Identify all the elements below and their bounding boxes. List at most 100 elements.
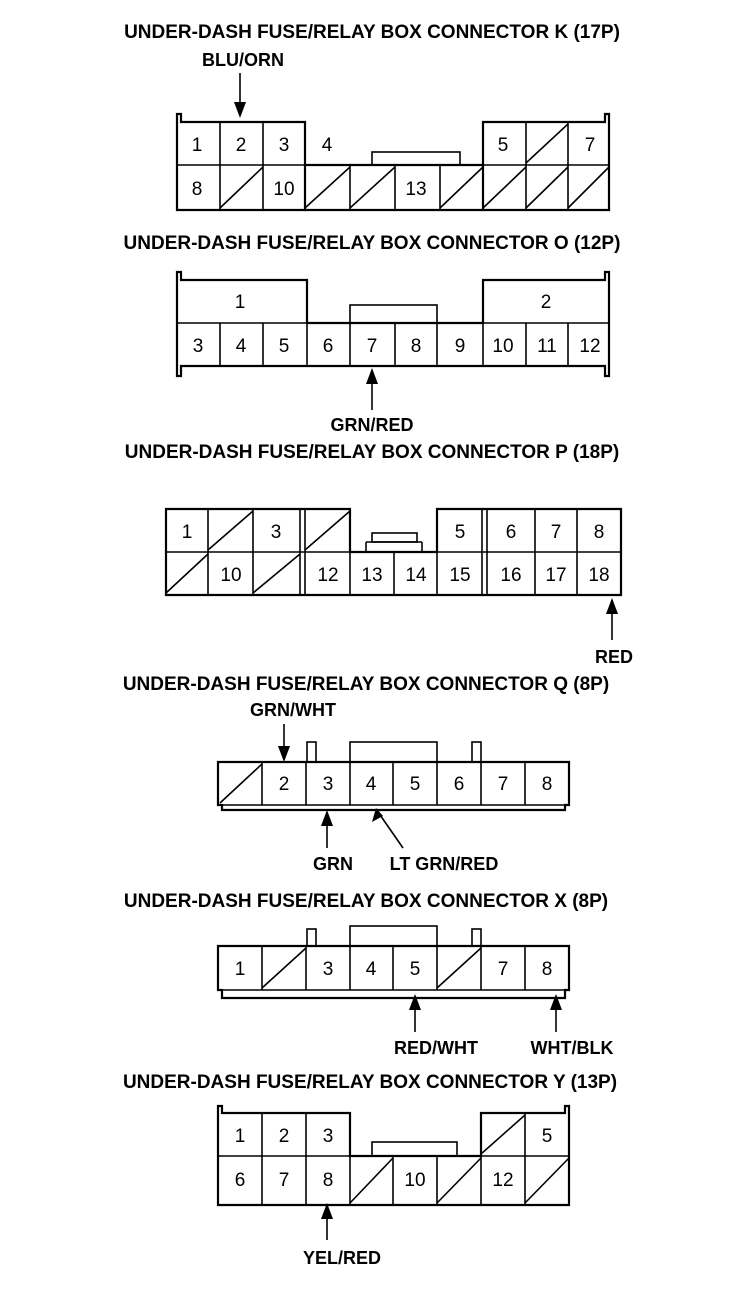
connector-k-pin: 7 bbox=[585, 135, 596, 156]
connector-y-pin: 6 bbox=[235, 1170, 246, 1191]
connector-p-pin: 1 bbox=[182, 522, 193, 543]
connector-p-pin: 3 bbox=[271, 522, 282, 543]
connector-o-pin: 2 bbox=[541, 292, 552, 313]
connector-k-pin: 8 bbox=[192, 179, 203, 200]
connector-p-pin: 8 bbox=[594, 522, 605, 543]
connector-o-pin: 12 bbox=[579, 336, 600, 357]
connector-x-empty-cavities bbox=[261, 947, 482, 989]
connector-o-pin: 11 bbox=[537, 336, 557, 357]
connector-q-pin: 3 bbox=[323, 774, 334, 795]
connector-k-pin-labels: 1 2 3 4 5 7 8 10 13 bbox=[192, 135, 596, 200]
connector-p-pin: 12 bbox=[317, 565, 338, 586]
connector-x-latch bbox=[349, 925, 438, 947]
connector-o-wire-label-1: GRN/RED bbox=[330, 415, 413, 435]
connector-o-pin: 5 bbox=[279, 336, 290, 357]
connector-q-pin: 8 bbox=[542, 774, 553, 795]
connector-q-arrow-head-1 bbox=[278, 746, 290, 762]
connector-p-arrow-head bbox=[606, 598, 618, 614]
connector-q-wire-label-3: LT GRN/RED bbox=[390, 854, 499, 874]
connector-x-pin: 5 bbox=[410, 959, 421, 980]
connector-p-pin: 7 bbox=[551, 522, 562, 543]
connector-o-pin: 10 bbox=[492, 336, 513, 357]
connector-o-pin-labels: 1 2 3 4 5 6 7 8 9 10 11 12 bbox=[193, 292, 601, 357]
connector-y-pin: 3 bbox=[323, 1126, 334, 1147]
connector-q-housing bbox=[216, 741, 571, 812]
connector-o-latch bbox=[349, 304, 438, 324]
connector-q-title: UNDER-DASH FUSE/RELAY BOX CONNECTOR Q (8… bbox=[123, 674, 609, 695]
connector-q-pin: 7 bbox=[498, 774, 509, 795]
connector-x-pin: 4 bbox=[366, 959, 377, 980]
connector-q-pin: 6 bbox=[454, 774, 465, 795]
connector-x-pin: 3 bbox=[323, 959, 334, 980]
connector-y-pin: 1 bbox=[235, 1126, 246, 1147]
connector-p-empty-cavities bbox=[165, 510, 351, 594]
connector-p-pin: 13 bbox=[361, 565, 382, 586]
connector-o-pin: 1 bbox=[235, 292, 246, 313]
connector-p: UNDER-DASH FUSE/RELAY BOX CONNECTOR P (1… bbox=[125, 442, 633, 667]
connector-k-pin: 10 bbox=[273, 179, 294, 200]
connector-o-title: UNDER-DASH FUSE/RELAY BOX CONNECTOR O (1… bbox=[124, 233, 621, 254]
connector-y: UNDER-DASH FUSE/RELAY BOX CONNECTOR Y (1… bbox=[123, 1072, 617, 1268]
connector-p-pin: 6 bbox=[506, 522, 517, 543]
connector-p-pin: 5 bbox=[455, 522, 466, 543]
connector-q-wire-label-1: GRN/WHT bbox=[250, 700, 336, 720]
connector-p-pin: 10 bbox=[220, 565, 241, 586]
connector-q-pin: 5 bbox=[410, 774, 421, 795]
connector-q-pin: 2 bbox=[279, 774, 290, 795]
connector-k-empty-cavities bbox=[219, 123, 610, 209]
connector-y-pin: 10 bbox=[404, 1170, 425, 1191]
connector-x-title: UNDER-DASH FUSE/RELAY BOX CONNECTOR X (8… bbox=[124, 891, 608, 912]
connector-k-arrow-head bbox=[234, 102, 246, 118]
connector-x-housing bbox=[216, 925, 571, 1000]
connector-p-pin: 18 bbox=[588, 565, 609, 586]
connector-q-empty-cavity bbox=[219, 763, 263, 804]
connector-p-housing bbox=[164, 507, 623, 597]
connector-o-arrow-head bbox=[366, 368, 378, 384]
connector-p-latch bbox=[371, 532, 418, 543]
connector-x-pin-labels: 1 3 4 5 7 8 bbox=[235, 959, 553, 980]
connector-y-pin: 5 bbox=[542, 1126, 553, 1147]
connector-k-pin: 3 bbox=[279, 135, 290, 156]
connector-q-latch bbox=[349, 741, 438, 763]
connector-x-pin: 8 bbox=[542, 959, 553, 980]
connector-q-arrow-shaft-3 bbox=[377, 811, 404, 849]
connector-p-pin: 16 bbox=[500, 565, 521, 586]
connector-x-wire-label-1: RED/WHT bbox=[394, 1038, 478, 1058]
connector-x-wire-label-2: WHT/BLK bbox=[531, 1038, 614, 1058]
connector-k: UNDER-DASH FUSE/RELAY BOX CONNECTOR K (1… bbox=[124, 22, 620, 212]
connector-y-latch bbox=[371, 1141, 458, 1157]
connector-k-title: UNDER-DASH FUSE/RELAY BOX CONNECTOR K (1… bbox=[124, 22, 620, 43]
connector-x: UNDER-DASH FUSE/RELAY BOX CONNECTOR X (8… bbox=[124, 891, 614, 1058]
connector-y-title: UNDER-DASH FUSE/RELAY BOX CONNECTOR Y (1… bbox=[123, 1072, 617, 1093]
connector-x-arrow-head-1 bbox=[409, 994, 421, 1010]
connector-k-pin: 2 bbox=[236, 135, 247, 156]
connector-q-pin-labels: 2 3 4 5 6 7 8 bbox=[279, 774, 553, 795]
connector-p-title: UNDER-DASH FUSE/RELAY BOX CONNECTOR P (1… bbox=[125, 442, 619, 463]
connector-p-pin: 14 bbox=[405, 565, 427, 586]
connector-x-pin: 7 bbox=[498, 959, 509, 980]
connector-o-pin: 9 bbox=[455, 336, 466, 357]
connector-q-arrow-head-3 bbox=[372, 808, 383, 822]
connector-x-arrow-head-2 bbox=[550, 994, 562, 1010]
connector-o-pin: 4 bbox=[236, 336, 247, 357]
connector-p-pin: 17 bbox=[545, 565, 566, 586]
connector-k-wire-label-1: BLU/ORN bbox=[202, 50, 284, 70]
connector-y-pin-labels: 1 2 3 5 6 7 8 10 12 bbox=[235, 1126, 553, 1191]
connector-y-pin: 8 bbox=[323, 1170, 334, 1191]
connector-o-pin: 8 bbox=[411, 336, 422, 357]
connector-y-arrow-head bbox=[321, 1203, 333, 1219]
connector-k-pin: 4 bbox=[322, 135, 333, 156]
connector-p-pin: 15 bbox=[449, 565, 470, 586]
connector-k-pin: 1 bbox=[192, 135, 203, 156]
connector-q-wire-label-2: GRN bbox=[313, 854, 353, 874]
connector-p-pin-labels: 1 3 5 6 7 8 10 12 13 14 15 16 17 18 bbox=[182, 522, 610, 586]
connector-y-wire-label-1: YEL/RED bbox=[303, 1248, 381, 1268]
connector-o: UNDER-DASH FUSE/RELAY BOX CONNECTOR O (1… bbox=[124, 233, 621, 435]
connector-o-pin: 3 bbox=[193, 336, 204, 357]
connector-k-pin: 5 bbox=[498, 135, 509, 156]
connector-o-housing bbox=[175, 270, 611, 378]
connector-q-pin: 4 bbox=[366, 774, 377, 795]
connector-q: UNDER-DASH FUSE/RELAY BOX CONNECTOR Q (8… bbox=[123, 674, 609, 874]
